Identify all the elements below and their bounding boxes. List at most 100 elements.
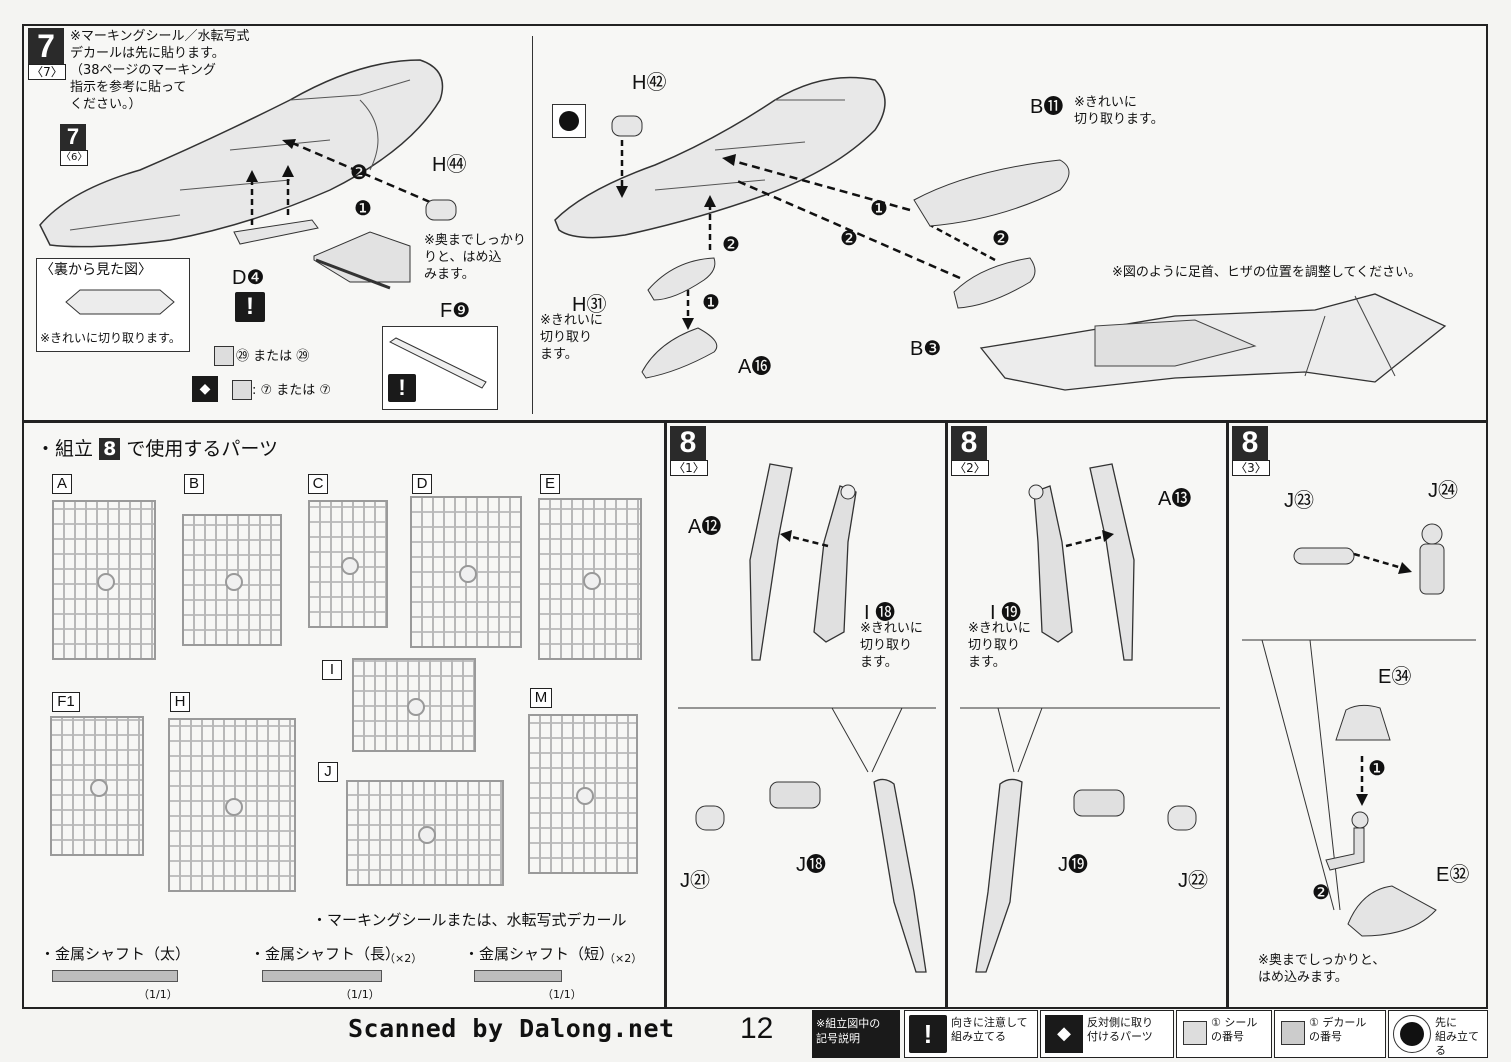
step7-arrow-1b: ❶ [702, 290, 720, 314]
shaft-short-label: ・金属シャフト（短） [464, 945, 615, 963]
legend-item-pre-assemble: 先に 組み立てる [1388, 1010, 1488, 1058]
label-h31: H㉛ [572, 294, 607, 316]
seal-icon [214, 346, 234, 366]
part-arm-blade-1 [873, 778, 927, 973]
part-h44-shape [425, 199, 457, 221]
part-b11-shape [913, 159, 1070, 227]
runner-label-m: M [530, 688, 552, 708]
label-a16: A⓰ [738, 356, 772, 378]
step7-arrow-1c: ❶ [870, 196, 888, 220]
back-view-title: 〈裏から見た図〉 [40, 262, 152, 278]
shaft-long-count: （×2） [384, 952, 423, 965]
shaft-short-bar [474, 970, 562, 982]
runner-m [528, 714, 638, 874]
part-j21-shape [695, 805, 725, 831]
legend-mirror-text: 反対側に取り 付けるパーツ [1087, 1016, 1153, 1043]
part-j23-shape [1293, 547, 1355, 565]
step7-arrow-2c: ❷ [840, 226, 858, 250]
part-h42-shape [611, 115, 643, 137]
ship-illustration-left [39, 59, 444, 248]
step8-3-arrow-1: ❶ [1368, 756, 1386, 780]
label-a12: A⓬ [688, 516, 722, 538]
part-arm-blade-2 [975, 778, 1023, 973]
step7-arrow-2a: ❷ [350, 160, 368, 184]
step8-3-push-note: ※奥までしっかりと、 はめ込みます。 [1258, 953, 1386, 985]
shaft-thick-scale: （1/1） [138, 988, 178, 1001]
legend-orientation-text: 向きに注意して 組み立てる [951, 1016, 1028, 1043]
h31-cut-note: ※きれいに 切り取り ます。 [540, 313, 603, 362]
shaft-thick-bar [52, 970, 178, 982]
parts-title-prefix: ・組立 [36, 438, 94, 460]
part-e34-shape [1335, 704, 1391, 741]
runner-label-j: J [318, 762, 338, 782]
shaft-long-label: ・金属シャフト（長） [250, 945, 401, 963]
step7-arrow-2b: ❷ [722, 232, 740, 256]
legend-item-mirror: ◆ 反対側に取り 付けるパーツ [1040, 1010, 1174, 1058]
part-f9-shape [313, 231, 411, 290]
runner-label-c: C [308, 474, 328, 494]
label-a13: A⓭ [1158, 488, 1192, 510]
marking-note: ・マーキングシールまたは、水転写式デカール [312, 911, 627, 929]
part-a12-shape [749, 463, 793, 661]
shaft-long-bar [262, 970, 382, 982]
step8-2-callout-lines [960, 707, 1220, 773]
step7-prev-substep: 〈6〉 [60, 150, 88, 166]
label-e34: E㉞ [1378, 666, 1412, 688]
label-j22: J㉒ [1178, 870, 1208, 892]
runner-label-i: I [322, 660, 342, 680]
legend-item-orientation: ! 向きに注意して 組み立てる [904, 1010, 1038, 1058]
label-b11: B⓫ [1030, 96, 1064, 118]
legend-item-seal: ① シール の番号 [1176, 1010, 1272, 1058]
seal-decal-option-1: ㉙ または ㉙ [236, 349, 310, 364]
part-a13-shape [1089, 463, 1135, 661]
step8-1-callout-lines [678, 707, 936, 773]
shaft-short-count: （×2） [604, 952, 643, 965]
part-b3-shape [953, 257, 1036, 309]
step8-2-arrow [1065, 530, 1114, 548]
back-view-cut-note: ※きれいに切り取ります。 [40, 331, 181, 345]
runner-j [346, 780, 504, 886]
step7-arrow-2d: ❷ [992, 226, 1010, 250]
runner-label-b: B [184, 474, 204, 494]
step7-arrows-left [246, 139, 431, 225]
label-e32: E㉜ [1436, 864, 1470, 886]
ship-illustration-middle [554, 76, 886, 239]
runner-b [182, 514, 282, 646]
legend-title: ※組立図中の 記号説明 [812, 1010, 900, 1058]
part-j24-shape [1419, 523, 1445, 595]
shaft-long-scale: （1/1） [340, 988, 380, 1001]
runner-d [410, 496, 522, 648]
legend-decal-text: ① デカール の番号 [1309, 1016, 1367, 1043]
b11-cut-note: ※きれいに 切り取ります。 [1074, 95, 1164, 127]
back-view-part [65, 289, 175, 315]
step7-arrow-1a: ❶ [354, 196, 372, 220]
seal-icon-2 [232, 380, 252, 400]
decal-icon-legend [1281, 1021, 1305, 1045]
shaft-thick-label: ・金属シャフト（太） [40, 945, 191, 963]
part-e32-shape [1347, 885, 1437, 937]
step7-substep: 〈7〉 [28, 64, 66, 80]
part-a16-shape [641, 327, 718, 379]
label-j21: J㉑ [680, 870, 710, 892]
runner-label-d: D [412, 474, 432, 494]
step8-2-number: 8 [951, 426, 987, 460]
step7-divider [532, 36, 533, 414]
step8-1-substep: 〈1〉 [670, 460, 708, 476]
step8-2-substep: 〈2〉 [951, 460, 989, 476]
legend-pre-assemble-text: 先に 組み立てる [1435, 1016, 1479, 1057]
exclamation-icon-legend: ! [909, 1015, 947, 1053]
step7-number: 7 [28, 28, 64, 64]
legend-item-decal: ① デカール の番号 [1274, 1010, 1386, 1058]
step7-prev-number: 7 [60, 124, 86, 150]
runner-a [52, 500, 156, 660]
runner-label-a: A [52, 474, 72, 494]
label-b3: B❸ [910, 338, 942, 360]
runner-label-e: E [540, 474, 560, 494]
runner-e [538, 498, 642, 660]
label-f9: F❾ [440, 300, 471, 322]
step8-3-arrow-down [1356, 756, 1368, 806]
pre-assemble-icon [552, 104, 586, 138]
label-j19: J⓳ [1058, 854, 1088, 876]
step7-arrows-middle [616, 140, 996, 330]
seal-icon-legend [1183, 1021, 1207, 1045]
